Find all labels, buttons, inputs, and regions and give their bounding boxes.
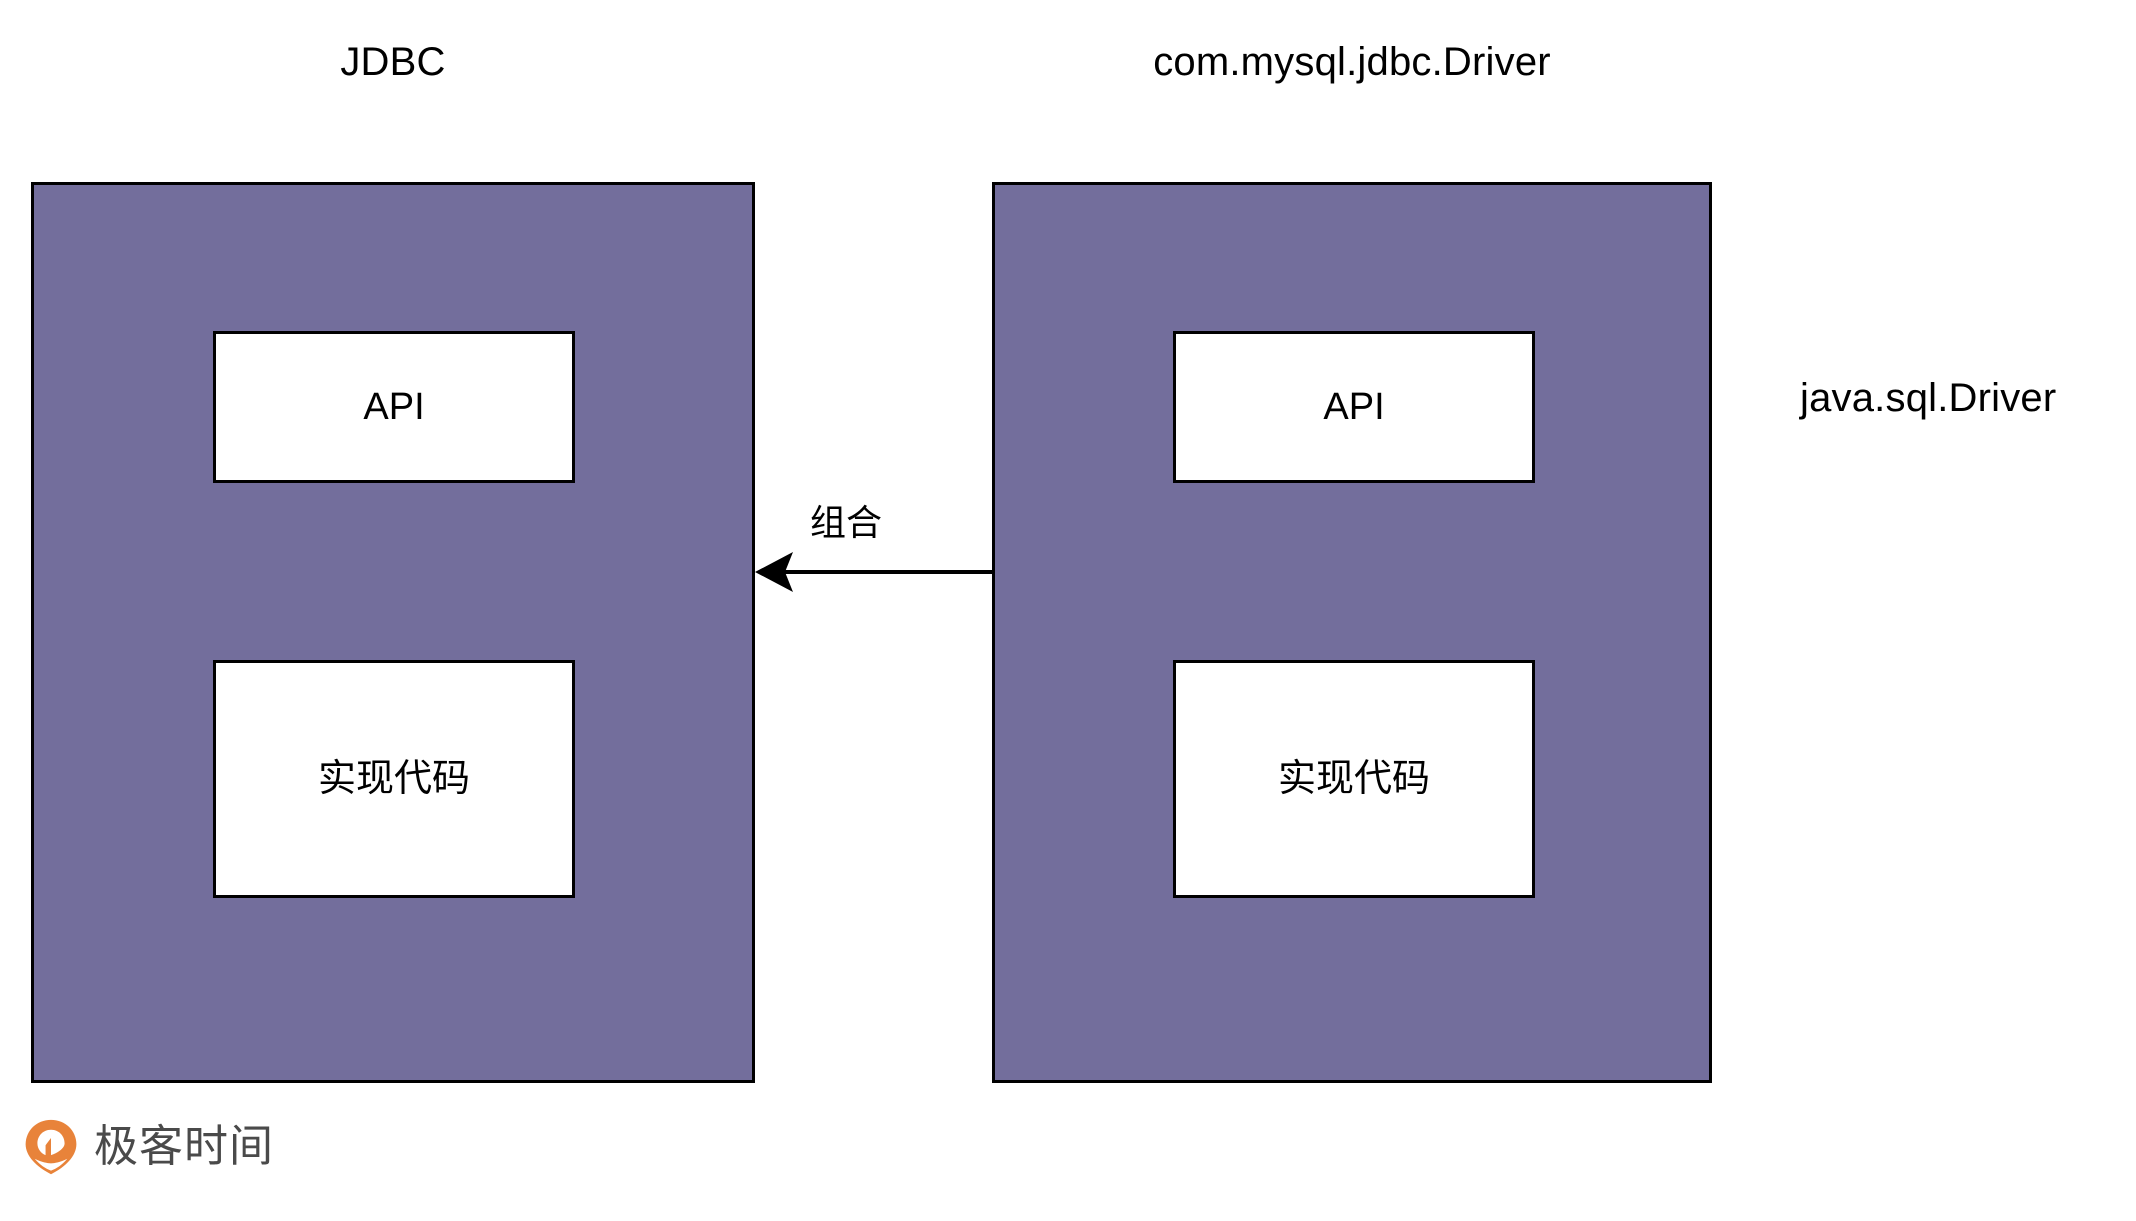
box-jdbc-implementation: 实现代码 xyxy=(213,660,575,898)
relation-arrow-composition xyxy=(745,500,1005,650)
box-label-jdbc-implementation: 实现代码 xyxy=(317,758,470,800)
side-label-java-sql-driver: java.sql.Driver xyxy=(1800,376,2057,420)
panel-title-mysql-driver: com.mysql.jdbc.Driver xyxy=(1153,40,1551,84)
panel-title-jdbc: JDBC xyxy=(340,40,446,84)
box-mysql-api: API xyxy=(1173,331,1535,483)
geektime-pin-icon xyxy=(25,1119,77,1175)
geektime-logo-text: 极客时间 xyxy=(94,1121,274,1172)
arrow-left-icon xyxy=(755,552,995,592)
box-label-mysql-api: API xyxy=(1323,386,1385,428)
box-mysql-implementation: 实现代码 xyxy=(1173,660,1535,898)
component-panel-jdbc: API 实现代码 xyxy=(31,182,755,1083)
geektime-logo: 极客时间 xyxy=(22,1118,274,1176)
box-label-jdbc-api: API xyxy=(363,386,425,428)
box-jdbc-api: API xyxy=(213,331,575,483)
component-panel-mysql-driver: API 实现代码 xyxy=(992,182,1712,1083)
relation-label-composition: 组合 xyxy=(810,502,883,543)
box-label-mysql-implementation: 实现代码 xyxy=(1277,758,1430,800)
